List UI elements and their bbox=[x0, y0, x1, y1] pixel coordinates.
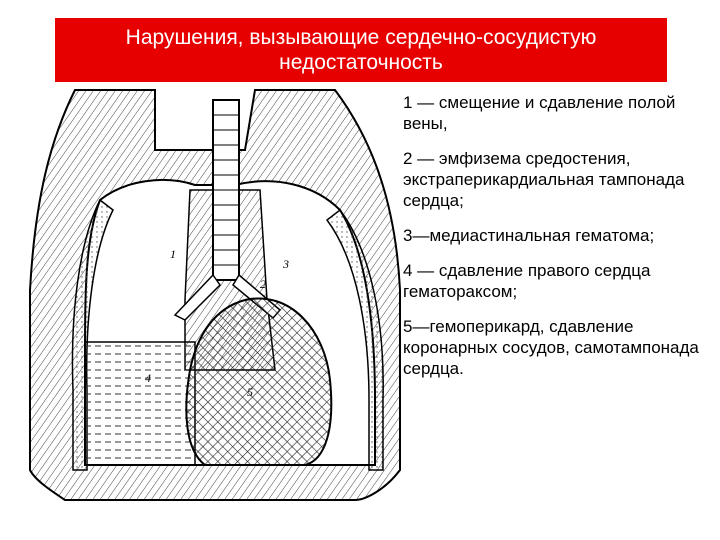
legend-item: 2 — эмфизема средостения, экстраперикард… bbox=[403, 149, 685, 210]
title-banner: Нарушения, вызывающие сердечно-сосудисту… bbox=[55, 18, 667, 82]
hemothorax-fluid bbox=[84, 341, 196, 466]
legend-item: 1 — смещение и сдавление полой вены, bbox=[403, 93, 676, 133]
legend: 1 — смещение и сдавление полой вены, 2 —… bbox=[403, 92, 713, 393]
legend-item: 3—медиастинальная гематома; bbox=[403, 226, 655, 245]
legend-item: 5—гемоперикард, сдавление коронарных сос… bbox=[403, 317, 699, 378]
rib-band-left bbox=[71, 198, 114, 471]
chest-anatomy-illustration: 1 2 3 4 5 bbox=[29, 89, 401, 501]
figure-label-1: 1 bbox=[170, 247, 176, 261]
title-line-2: недостаточность bbox=[279, 51, 443, 74]
figure-label-5: 5 bbox=[247, 385, 253, 399]
rib-band-right bbox=[325, 208, 384, 471]
legend-item: 4 — сдавление правого сердца гематораксо… bbox=[403, 261, 651, 301]
figure-label-2: 2 bbox=[260, 277, 266, 291]
title-line-1: Нарушения, вызывающие сердечно-сосудисту… bbox=[125, 26, 597, 49]
heart bbox=[185, 297, 333, 466]
figure-label-3: 3 bbox=[282, 257, 289, 271]
figure-label-4: 4 bbox=[145, 371, 151, 385]
